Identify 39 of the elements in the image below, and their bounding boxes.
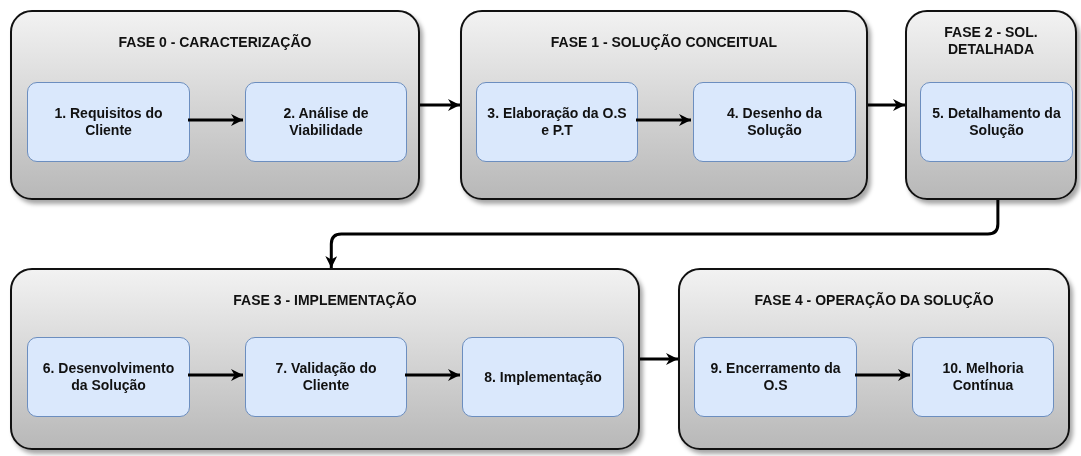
step-label: 8. Implementação: [483, 368, 603, 386]
process-box: [694, 337, 857, 417]
phase-title: FASE 2 - SOL. DETALHADA: [943, 24, 1039, 58]
process-box: [245, 337, 407, 417]
arrow: [188, 114, 243, 126]
step-label: 4. Desenho da Solução: [726, 105, 823, 139]
process-box: [693, 82, 856, 162]
step-label: 2. Análise de Viabilidade: [282, 105, 370, 139]
process-box: [27, 337, 190, 417]
phase-container: [678, 268, 1070, 450]
step-label: 6. Desenvolvimento da Solução: [41, 360, 176, 394]
phase-container: [10, 10, 420, 200]
arrow: [868, 99, 905, 111]
phase-container: [460, 10, 868, 200]
step-label: 1. Requisitos do Cliente: [53, 105, 164, 139]
phase-title: FASE 0 - CARACTERIZAÇÃO: [117, 34, 313, 51]
step-label: 5. Detalhamento da Solução: [931, 105, 1062, 139]
phase-container: [905, 10, 1077, 200]
phase-title: FASE 3 - IMPLEMENTAÇÃO: [232, 292, 418, 309]
phase-title: FASE 4 - OPERAÇÃO DA SOLUÇÃO: [753, 292, 995, 309]
phase-title: FASE 1 - SOLUÇÃO CONCEITUAL: [549, 34, 779, 51]
step-label: 7. Validação do Cliente: [274, 360, 378, 394]
arrow: [325, 200, 1000, 268]
process-box: [476, 82, 638, 162]
process-box: [920, 82, 1073, 162]
process-box: [462, 337, 624, 417]
arrow: [855, 369, 910, 381]
phase-container: [10, 268, 640, 450]
process-box: [912, 337, 1054, 417]
arrow: [405, 369, 460, 381]
step-label: 9. Encerramento da O.S: [709, 360, 842, 394]
arrow: [420, 99, 460, 111]
process-box: [245, 82, 407, 162]
process-box: [27, 82, 190, 162]
step-label: 3. Elaboração da O.S e P.T: [486, 105, 628, 139]
step-label: 10. Melhoria Contínua: [941, 360, 1025, 394]
arrow: [188, 369, 243, 381]
arrow: [640, 353, 678, 365]
arrow: [636, 114, 691, 126]
